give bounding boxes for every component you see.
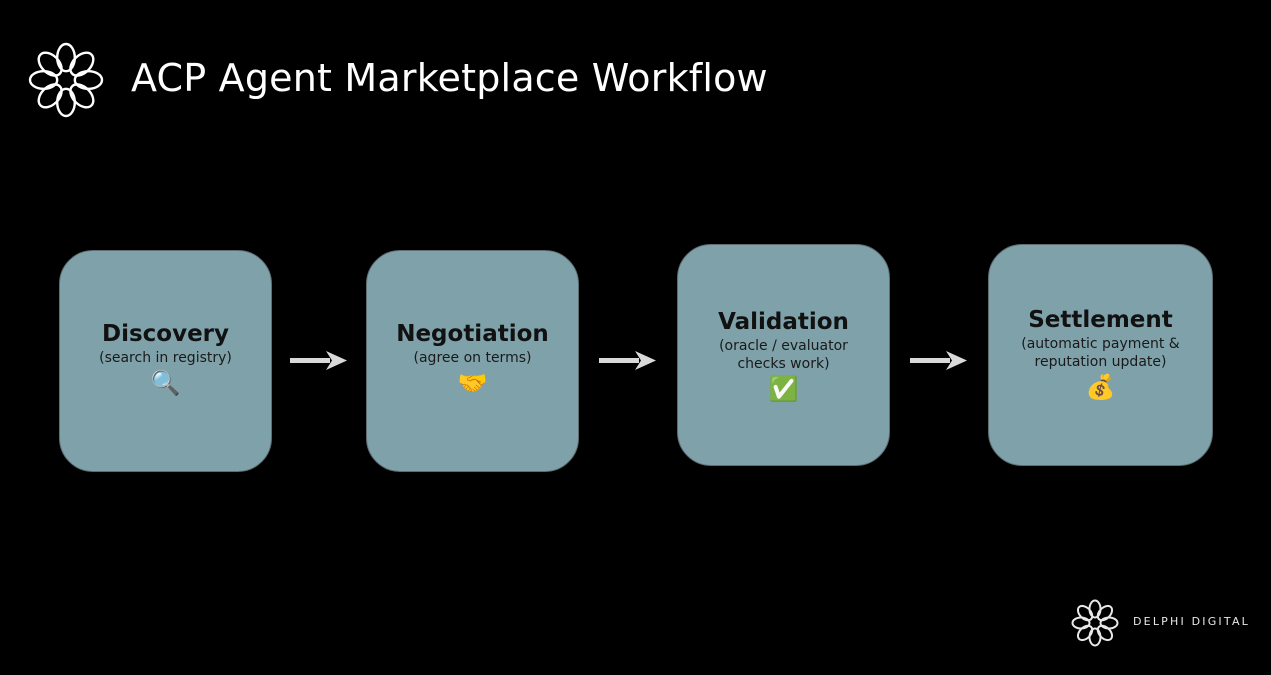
handshake-icon: 🤝 [457,369,488,397]
delphi-logo-icon [1071,599,1119,647]
arrow-right-icon [910,351,967,370]
step-title: Negotiation [396,321,549,347]
arrow-right-icon [599,351,656,370]
step-title: Validation [718,309,849,335]
step-validation: Validation (oracle / evaluator checks wo… [677,244,890,466]
step-description: (search in registry) [99,350,232,366]
step-settlement: Settlement (automatic payment & reputati… [988,244,1213,466]
step-description-line-2: reputation update) [1034,354,1167,370]
step-title: Settlement [1028,307,1173,333]
step-description: (agree on terms) [413,350,532,366]
step-description-line-1: (automatic payment & [1021,336,1180,352]
step-description-line-2: checks work) [737,356,830,372]
step-discovery: Discovery (search in registry) 🔍 [59,250,272,472]
magnifying-glass-icon: 🔍 [150,369,181,397]
step-title: Discovery [101,321,230,347]
step-negotiation: Negotiation (agree on terms) 🤝 [366,250,579,472]
step-description-line-1: (oracle / evaluator [719,338,848,354]
page-title: ACP Agent Marketplace Workflow [131,56,768,100]
footer-brand: DELPHI DIGITAL [1133,615,1250,628]
check-mark-icon: ✅ [768,375,799,403]
arrow-right-icon [290,351,347,370]
brand-logo-icon [28,42,104,118]
money-bag-icon: 💰 [1085,373,1116,401]
